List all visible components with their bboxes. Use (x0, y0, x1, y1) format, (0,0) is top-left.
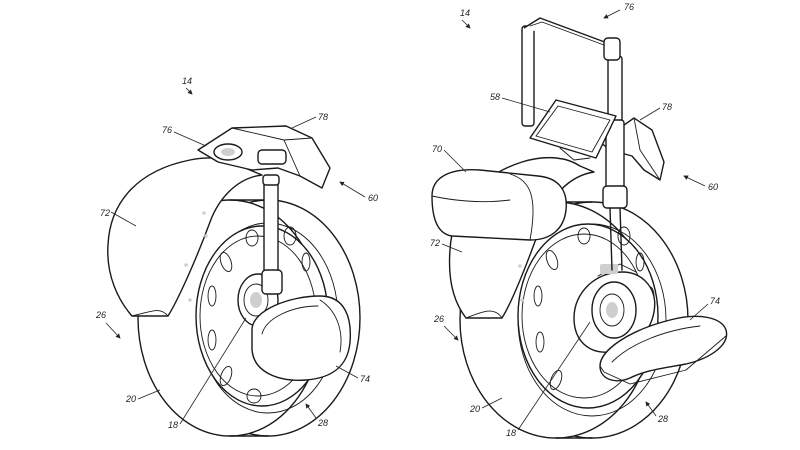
label-72: 72 (100, 208, 110, 218)
label-28: 28 (317, 418, 328, 428)
label-26: 26 (95, 310, 106, 320)
display-right (530, 100, 616, 160)
label-18-right: 18 (506, 428, 516, 438)
label-58: 58 (490, 92, 500, 102)
label-74: 74 (360, 374, 370, 384)
label-20: 20 (125, 394, 136, 404)
label-60-right: 60 (708, 182, 718, 192)
label-74-right: 74 (710, 296, 720, 306)
label-78: 78 (318, 112, 328, 122)
label-14: 14 (182, 76, 192, 86)
label-28-right: 28 (657, 414, 668, 424)
label-76: 76 (162, 125, 172, 135)
label-14-right: 14 (460, 8, 470, 18)
label-78-right: 78 (662, 102, 672, 112)
label-20-right: 20 (469, 404, 480, 414)
label-76-right: 76 (624, 2, 634, 12)
figure-right: 14 76 58 78 70 60 72 26 74 20 28 18 (430, 2, 727, 438)
seat-right (432, 170, 566, 240)
figure-left: 14 76 78 72 60 26 20 18 74 28 (95, 76, 378, 436)
label-70: 70 (432, 144, 442, 154)
label-72-right: 72 (430, 238, 440, 248)
label-26-right: 26 (433, 314, 444, 324)
label-18: 18 (168, 420, 178, 430)
label-60: 60 (368, 193, 378, 203)
